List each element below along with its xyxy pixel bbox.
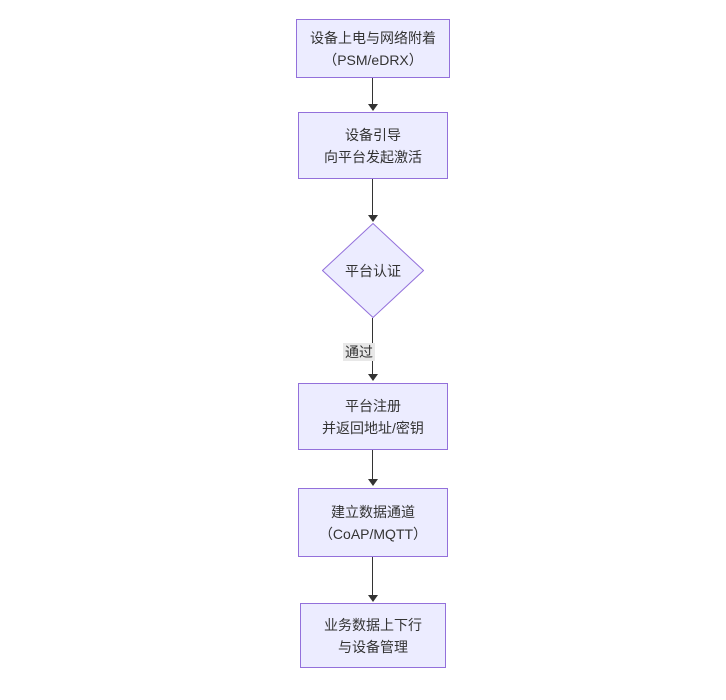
node-text-line: 设备引导 bbox=[345, 126, 401, 143]
arrowhead-icon bbox=[368, 215, 378, 222]
node-platform-register: 平台注册 并返回地址/密钥 bbox=[298, 383, 448, 450]
node-device-bootstrap: 设备引导 向平台发起激活 bbox=[298, 112, 448, 179]
edge-attach-bootstrap bbox=[372, 78, 373, 105]
node-text-line: 平台认证 bbox=[345, 262, 401, 279]
node-text-line: 向平台发起激活 bbox=[324, 148, 422, 165]
node-business-data: 业务数据上下行 与设备管理 bbox=[300, 603, 446, 668]
node-text-line: 业务数据上下行 bbox=[324, 616, 422, 633]
node-text-line: 设备上电与网络附着 bbox=[310, 29, 436, 46]
node-platform-auth: 平台认证 bbox=[322, 223, 424, 318]
node-data-channel: 建立数据通道 （CoAP/MQTT） bbox=[298, 488, 448, 557]
node-text-line: 并返回地址/密钥 bbox=[322, 419, 424, 436]
arrowhead-icon bbox=[368, 595, 378, 602]
node-text-line: （CoAP/MQTT） bbox=[318, 525, 428, 542]
arrowhead-icon bbox=[368, 104, 378, 111]
node-text-line: 平台注册 bbox=[345, 397, 401, 414]
node-text-line: 建立数据通道 bbox=[331, 503, 415, 520]
edge-register-channel bbox=[372, 450, 373, 480]
edge-label-pass: 通过 bbox=[343, 343, 375, 361]
edge-bootstrap-auth bbox=[372, 179, 373, 216]
node-text-line: 与设备管理 bbox=[338, 638, 408, 655]
diamond-shape-icon bbox=[322, 223, 424, 318]
node-device-attach: 设备上电与网络附着 （PSM/eDRX） bbox=[296, 19, 450, 78]
arrowhead-icon bbox=[368, 479, 378, 486]
arrowhead-icon bbox=[368, 374, 378, 381]
edge-channel-business bbox=[372, 557, 373, 596]
node-text-line: （PSM/eDRX） bbox=[323, 51, 423, 68]
